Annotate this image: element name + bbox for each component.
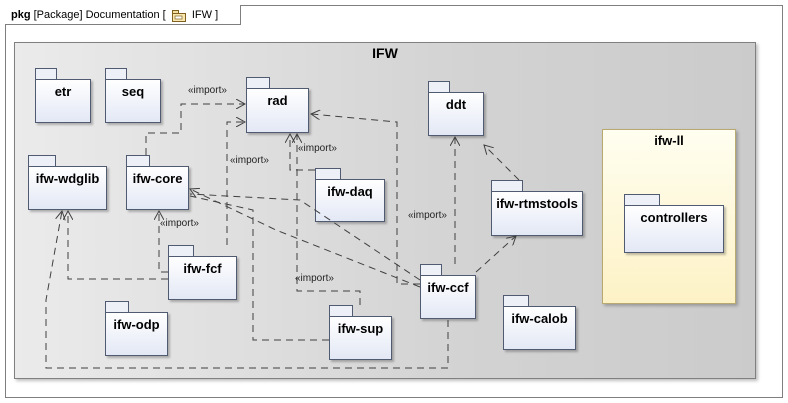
package-label: ifw-ccf — [427, 280, 469, 295]
package-ifw-daq[interactable]: ifw-daq — [315, 168, 385, 222]
package-controllers[interactable]: controllers — [624, 194, 724, 253]
dependency-daq-rad — [290, 134, 315, 171]
diagram-frame-label: pkg [Package] Documentation [ IFW ] — [5, 5, 242, 25]
package-label: ifw-daq — [327, 184, 373, 199]
dependency-ccf-rtmstools — [475, 236, 516, 273]
package-seq[interactable]: seq — [105, 68, 161, 123]
package-label: etr — [54, 84, 72, 99]
package-rad[interactable]: rad — [246, 77, 309, 133]
import-label: «import» — [230, 155, 269, 166]
package-ifw-odp[interactable]: ifw-odp — [105, 301, 168, 356]
package-label: ifw-sup — [337, 321, 384, 336]
import-label: «import» — [295, 273, 334, 284]
package-label: ifw-rtmstools — [496, 196, 578, 211]
package-etr[interactable]: etr — [35, 68, 91, 123]
package-label: seq — [121, 84, 145, 99]
frame-keyword: pkg — [11, 9, 31, 21]
package-ddt[interactable]: ddt — [428, 81, 484, 136]
package-label: ifw-odp — [113, 317, 160, 332]
package-label: ifw-wdglib — [35, 171, 100, 186]
dependency-rtmstools-ddt — [484, 145, 520, 181]
package-ifw-wdglib[interactable]: ifw-wdglib — [28, 155, 107, 210]
package-label: ifw-core — [132, 171, 183, 186]
package-ifw-rtmstools[interactable]: ifw-rtmstools — [491, 180, 583, 236]
dependency-fcf-rad — [226, 122, 245, 245]
dependency-fcf-core — [159, 211, 168, 273]
package-label: rad — [267, 93, 288, 108]
package-label: ifw-fcf — [183, 261, 222, 276]
package-ifw-sup[interactable]: ifw-sup — [329, 305, 392, 360]
package-ifw-ccf[interactable]: ifw-ccf — [420, 264, 476, 319]
dependency-ccf-rad — [311, 114, 420, 285]
import-label: «import» — [188, 85, 227, 96]
container-title: IFW — [372, 45, 398, 61]
frame-label-name: IFW — [191, 9, 212, 21]
dependency-sup-rad — [297, 134, 361, 305]
package-ifw-fcf[interactable]: ifw-fcf — [168, 245, 237, 300]
package-label: ddt — [445, 97, 467, 112]
import-label: «import» — [160, 218, 199, 229]
import-label: «import» — [298, 143, 337, 154]
package-label: controllers — [640, 210, 708, 225]
frame-label-prefix: [Package] Documentation [ — [33, 9, 166, 21]
package-ifw-core[interactable]: ifw-core — [126, 155, 189, 210]
package-label: ifw-calob — [511, 311, 568, 326]
dependency-fcf-wdglib — [68, 211, 168, 280]
import-label: «import» — [408, 210, 447, 221]
dependency-ccf-core-2 — [189, 193, 421, 281]
package-ifw-calob[interactable]: ifw-calob — [503, 295, 576, 350]
dependency-sup-core — [189, 195, 329, 341]
package-icon — [171, 9, 186, 23]
dependency-core-rad — [145, 104, 245, 155]
frame-label-suffix: ] — [215, 9, 219, 21]
dependency-ccf-wdglib — [45, 211, 449, 369]
ifw-ll-title: ifw-ll — [654, 133, 684, 148]
